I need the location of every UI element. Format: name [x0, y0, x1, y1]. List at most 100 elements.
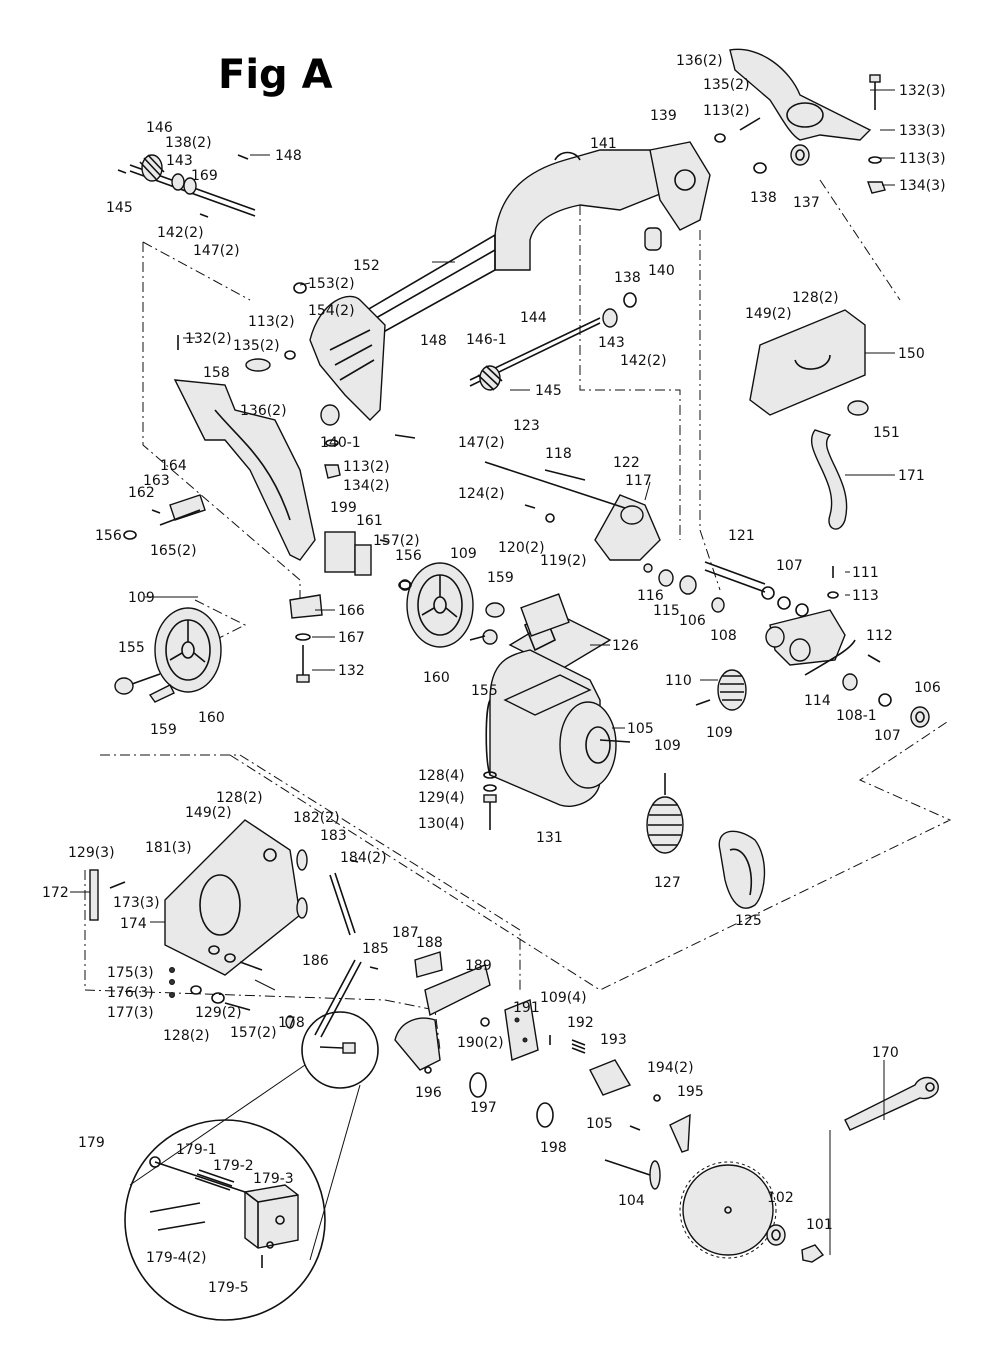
label-122: 122	[613, 455, 640, 471]
mount-plate-191	[504, 999, 539, 1061]
label-105a: 105	[627, 721, 654, 737]
label-145b: 145	[535, 383, 562, 399]
tilt-shaft-assembly	[117, 154, 256, 218]
label-175-3: 175(3)	[107, 965, 154, 981]
label-143b: 143	[598, 335, 625, 351]
dust-hose	[810, 429, 848, 530]
label-147-2: 147(2)	[193, 243, 240, 259]
label-149-2b: 149(2)	[185, 805, 232, 821]
label-157-2b: 157(2)	[230, 1025, 277, 1041]
label-135-2b: 135(2)	[233, 338, 280, 354]
label-172: 172	[42, 885, 69, 901]
label-101: 101	[806, 1217, 833, 1233]
overarm-assembly	[349, 48, 886, 391]
label-141: 141	[590, 136, 617, 152]
label-189: 189	[465, 958, 492, 974]
label-143: 143	[166, 153, 193, 169]
label-108: 108	[710, 628, 737, 644]
part-labels: 146 138(2) 143 148 169 145 142(2) 147(2)…	[42, 53, 946, 1296]
label-178: 178	[278, 1015, 305, 1031]
arbor-housing	[769, 609, 846, 666]
label-179-3: 179-3	[253, 1171, 294, 1187]
label-131: 131	[536, 830, 563, 846]
label-140: 140	[648, 263, 675, 279]
label-174: 174	[120, 916, 147, 932]
label-193: 193	[600, 1032, 627, 1048]
label-151: 151	[873, 425, 900, 441]
label-129-3: 129(3)	[68, 845, 115, 861]
label-121: 121	[728, 528, 755, 544]
label-132-3: 132(3)	[899, 83, 946, 99]
label-156a: 156	[95, 528, 122, 544]
label-129-2: 129(2)	[195, 1005, 242, 1021]
label-126: 126	[612, 638, 639, 654]
label-136-2: 136(2)	[676, 53, 723, 69]
label-144: 144	[520, 310, 547, 326]
detail-179	[124, 1011, 379, 1321]
label-199: 199	[330, 500, 357, 516]
label-142-2: 142(2)	[157, 225, 204, 241]
label-145: 145	[106, 200, 133, 216]
label-134-2: 134(2)	[343, 478, 390, 494]
label-179-4-2: 179-4(2)	[146, 1250, 207, 1266]
label-102: 102	[767, 1190, 794, 1206]
label-137: 137	[793, 195, 820, 211]
label-157-2a: 157(2)	[373, 533, 420, 549]
label-123: 123	[513, 418, 540, 434]
label-162: 162	[128, 485, 155, 501]
label-176-3: 176(3)	[107, 985, 154, 1001]
label-146-1: 146-1	[466, 332, 507, 348]
label-177-3: 177(3)	[107, 1005, 154, 1021]
label-129-4: 129(4)	[418, 790, 465, 806]
label-113-3: 113(3)	[899, 151, 946, 167]
lock-assembly	[151, 494, 411, 683]
label-179: 179	[78, 1135, 105, 1151]
label-159a: 159	[487, 570, 514, 586]
label-153-2: 153(2)	[308, 276, 355, 292]
label-181-3: 181(3)	[145, 840, 192, 856]
lock-block	[324, 531, 356, 573]
label-185: 185	[362, 941, 389, 957]
arm-casting	[494, 149, 671, 271]
label-128-2c: 128(2)	[163, 1028, 210, 1044]
label-118: 118	[545, 446, 572, 462]
label-161: 161	[356, 513, 383, 529]
bracket-139	[649, 141, 711, 231]
label-109b: 109	[128, 590, 155, 606]
label-164: 164	[160, 458, 187, 474]
label-124-2: 124(2)	[458, 486, 505, 502]
label-191: 191	[513, 1000, 540, 1016]
guard-plate	[394, 1017, 441, 1071]
label-133-3: 133(3)	[899, 123, 946, 139]
label-109c: 109	[706, 725, 733, 741]
label-110: 110	[665, 673, 692, 689]
label-155a: 155	[118, 640, 145, 656]
dust-chute	[749, 309, 866, 416]
assembly-outlines	[84, 165, 952, 1051]
handwheels	[114, 530, 505, 703]
label-188: 188	[416, 935, 443, 951]
trunnion-assembly	[173, 282, 416, 561]
dust-collection	[749, 309, 869, 530]
label-109-4: 109(4)	[540, 990, 587, 1006]
label-138b: 138	[750, 190, 777, 206]
saw-blade	[682, 1164, 774, 1256]
label-125: 125	[735, 913, 762, 929]
label-156b: 156	[395, 548, 422, 564]
label-148b: 148	[420, 333, 447, 349]
label-148: 148	[275, 148, 302, 164]
label-115: 115	[653, 603, 680, 619]
plate-193	[589, 1059, 632, 1096]
label-169: 169	[191, 168, 218, 184]
label-195: 195	[677, 1084, 704, 1100]
label-130-4: 130(4)	[418, 816, 465, 832]
label-158: 158	[203, 365, 230, 381]
label-159b: 159	[150, 722, 177, 738]
label-106a: 106	[679, 613, 706, 629]
guard-panel-assembly	[89, 819, 379, 1038]
label-166: 166	[338, 603, 365, 619]
label-152: 152	[353, 258, 380, 274]
label-146: 146	[146, 120, 173, 136]
label-105b: 105	[586, 1116, 613, 1132]
